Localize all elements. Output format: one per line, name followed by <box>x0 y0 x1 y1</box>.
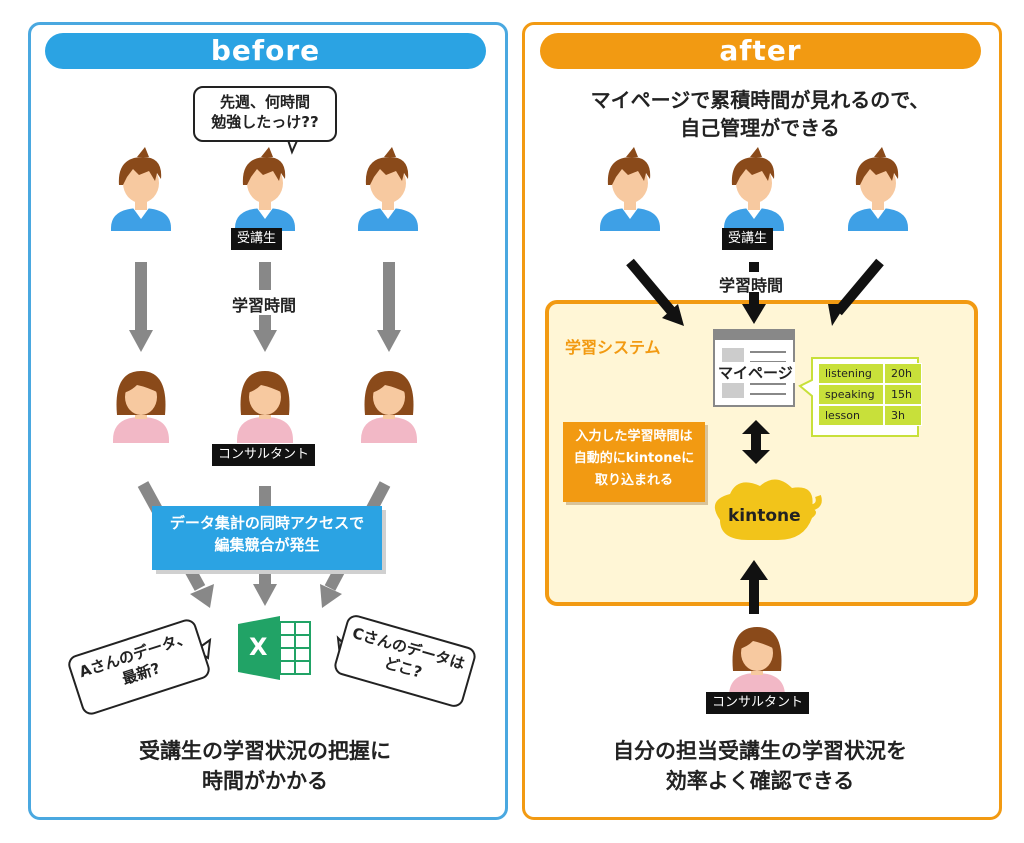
before-footer: 受講生の学習状況の把握に 時間がかかる <box>40 736 490 796</box>
excel-letter: X <box>249 633 268 661</box>
arrow-gray-3 <box>377 262 401 352</box>
after-header: after <box>540 33 981 69</box>
after-headline-line-2: 自己管理ができる <box>680 116 840 140</box>
auto-import-line-3: 取り込まれる <box>594 473 673 488</box>
after-headline: マイページで累積時間が見れるので、 自己管理ができる <box>535 86 985 142</box>
auto-import-line-1: 入力した学習時間は <box>575 429 693 444</box>
kintone-cloud <box>714 479 822 540</box>
excel-icon <box>238 616 311 680</box>
arrow-black-4 <box>740 560 768 614</box>
after-footer-line-2: 効率よく確認できる <box>665 769 855 793</box>
after-student-label: 受講生 <box>722 228 774 250</box>
speech-line-2: 勉強したっけ?? <box>211 113 319 131</box>
after-consultant <box>729 627 785 699</box>
after-student-2 <box>724 147 784 231</box>
arrow-black-1 <box>626 258 684 326</box>
kintone-label: kintone <box>728 506 801 526</box>
after-flow-label: 学習時間 <box>719 276 784 295</box>
auto-import-line-2: 自動的にkintoneに <box>573 451 695 466</box>
before-speech-bubble: 先週、何時間 勉強したっけ?? <box>193 86 337 142</box>
subject-cell: speaking <box>818 384 884 405</box>
after-student-1 <box>600 147 660 231</box>
after-headline-line-1: マイページで累積時間が見れるので、 <box>590 88 930 112</box>
arrow-gray-2 <box>253 262 277 352</box>
before-footer-line-2: 時間がかかる <box>202 769 328 793</box>
after-consultant-label: コンサルタント <box>706 692 810 714</box>
arrow-black-2 <box>742 262 766 324</box>
arrow-black-3 <box>828 258 884 326</box>
hours-cell: 15h <box>884 384 922 405</box>
conflict-line-1: データ集計の同時アクセスで <box>169 514 365 532</box>
conflict-box: データ集計の同時アクセスで 編集競合が発生 <box>152 506 382 570</box>
auto-import-box: 入力した学習時間は 自動的にkintoneに 取り込まれる <box>563 422 705 502</box>
double-arrow <box>742 420 770 464</box>
study-time-table: listening 20h speaking 15h lesson 3h <box>818 363 922 426</box>
after-footer: 自分の担当受講生の学習状況を 効率よく確認できる <box>535 736 985 796</box>
hours-cell: 20h <box>884 363 922 384</box>
system-label: 学習システム <box>565 338 661 357</box>
speech-line-1: 先週、何時間 <box>219 93 310 111</box>
table-row: lesson 3h <box>818 405 922 426</box>
before-flow-label: 学習時間 <box>232 296 297 315</box>
subject-cell: lesson <box>818 405 884 426</box>
table-row: speaking 15h <box>818 384 922 405</box>
before-header: before <box>45 33 486 69</box>
mypage-label: マイページ <box>716 362 795 383</box>
conflict-line-2: 編集競合が発生 <box>214 536 320 554</box>
hours-cell: 3h <box>884 405 922 426</box>
after-footer-line-1: 自分の担当受講生の学習状況を <box>613 739 907 763</box>
before-consultant-label: コンサルタント <box>212 444 316 466</box>
subject-cell: listening <box>818 363 884 384</box>
arrow-gray-1 <box>129 262 153 352</box>
before-student-label: 受講生 <box>231 228 283 250</box>
table-row: listening 20h <box>818 363 922 384</box>
after-student-3 <box>848 147 908 231</box>
before-footer-line-1: 受講生の学習状況の把握に <box>139 739 391 763</box>
